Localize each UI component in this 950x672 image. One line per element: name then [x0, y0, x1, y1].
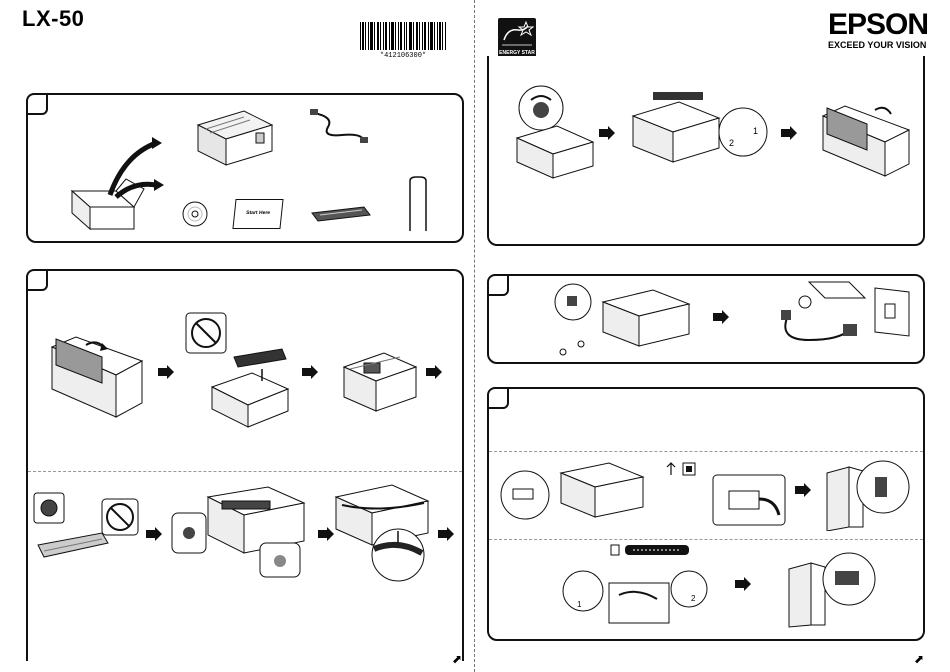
- model-name: LX-50: [22, 6, 84, 32]
- thread-ribbon-illustration: [328, 483, 434, 583]
- start-here-card: Start Here: [232, 199, 283, 229]
- panel-connect-computer: 1 2: [487, 387, 925, 641]
- arrow-up-right-icon: ⬈: [914, 652, 924, 666]
- usb-connect-illustration: [709, 471, 789, 529]
- panel-ribbon-continued: 1 2: [487, 56, 925, 246]
- arrow-right-icon: [146, 527, 162, 541]
- ribbon-cartridge-illustration: [308, 205, 372, 225]
- svg-text:1: 1: [753, 126, 758, 136]
- page-divider: [474, 0, 475, 672]
- barcode-number: *412106300*: [360, 52, 446, 60]
- ribbon-knob-turn-illustration: [511, 80, 597, 182]
- paper-guide-illustration: [406, 175, 430, 233]
- row-divider: [489, 539, 923, 540]
- arrow-up-right-icon: ⬈: [452, 652, 462, 666]
- computer-parallel-illustration: [785, 549, 879, 629]
- brand-tagline: EXCEED YOUR VISION: [828, 40, 926, 50]
- barcode: [360, 22, 446, 50]
- parallel-connect-illustration: 1 2: [561, 561, 711, 627]
- insert-ribbon-illustration: [168, 483, 310, 581]
- ribbon-knob-illustration: [32, 489, 142, 579]
- guide-install-illustration: 1 2: [629, 90, 771, 170]
- arrow-right-icon: [302, 365, 318, 379]
- usb-port-illustration: [499, 459, 645, 525]
- start-here-label: Start Here: [235, 210, 282, 216]
- arrow-right-icon: [438, 527, 454, 541]
- open-cover-illustration: [46, 331, 146, 423]
- usb-icon: [665, 461, 699, 477]
- power-cord-illustration: [308, 107, 370, 147]
- step-marker: [26, 93, 48, 115]
- printer-open-illustration: [340, 349, 420, 415]
- step-marker: [487, 274, 509, 296]
- cd-icon: [180, 199, 210, 229]
- arrow-right-icon: [713, 310, 729, 324]
- arrow-right-icon: [735, 577, 751, 591]
- svg-text:2: 2: [729, 138, 734, 148]
- printer-illustration: [192, 107, 276, 169]
- step-marker: [487, 387, 509, 409]
- row-divider: [489, 451, 923, 452]
- svg-text:2: 2: [691, 594, 696, 603]
- arrow-right-icon: [795, 483, 811, 497]
- energy-star-logo: ENERGY STAR: [498, 18, 536, 58]
- power-switch-illustration: [553, 280, 693, 360]
- arrow-right-icon: [781, 126, 797, 140]
- plug-in-illustration: [769, 278, 915, 358]
- star-icon: [498, 18, 536, 50]
- svg-text:1: 1: [577, 600, 582, 609]
- brand-logo: EPSON: [828, 8, 928, 42]
- step-marker: [26, 269, 48, 291]
- panel-install-ribbon: [26, 269, 464, 661]
- parallel-icon: [609, 543, 693, 557]
- close-cover-illustration: [819, 96, 915, 180]
- panel-unpack: Start Here: [26, 93, 464, 243]
- arrow-right-icon: [158, 365, 174, 379]
- arrow-right-icon: [426, 365, 442, 379]
- arrow-right-icon: [599, 126, 615, 140]
- remove-protector-illustration: [182, 309, 292, 429]
- panel-power: [487, 274, 925, 364]
- row-divider: [28, 471, 462, 472]
- computer-usb-illustration: [823, 457, 913, 531]
- box-illustration: [64, 135, 174, 231]
